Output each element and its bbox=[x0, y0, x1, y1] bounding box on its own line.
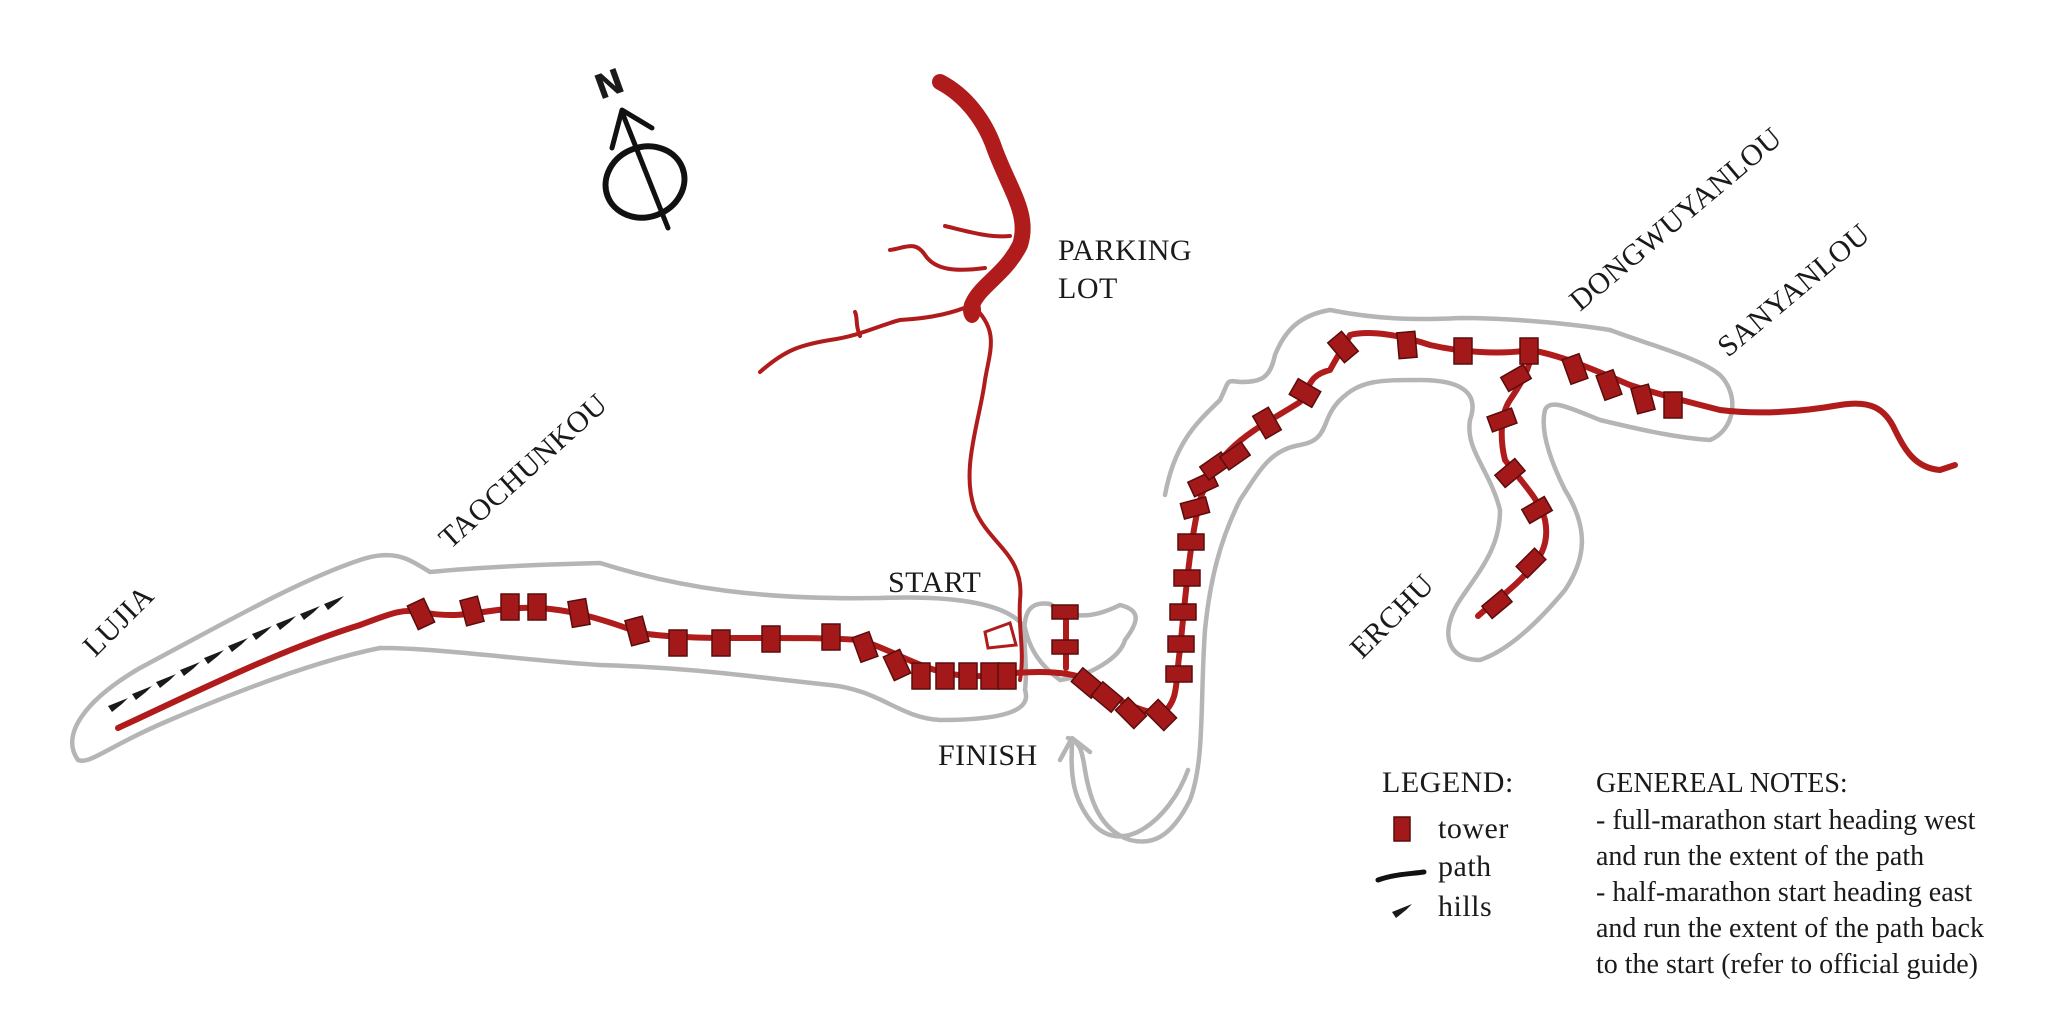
label-dongwuyanlou: DONGWUYANLOU bbox=[1563, 121, 1788, 317]
legend-title: LEGEND: bbox=[1382, 766, 1514, 799]
tower bbox=[1396, 330, 1418, 360]
wall-branch-erchu bbox=[1475, 347, 1550, 619]
tower-icon bbox=[1393, 816, 1411, 842]
hill-icon bbox=[1392, 904, 1412, 918]
hill-icon bbox=[276, 616, 296, 630]
tower bbox=[1051, 639, 1079, 655]
tower bbox=[1173, 569, 1201, 587]
road-branch-west bbox=[758, 303, 974, 374]
hill-icon bbox=[180, 662, 200, 676]
parking-lot-node bbox=[963, 297, 981, 323]
hill-icon bbox=[228, 638, 248, 652]
road-main-thick bbox=[932, 74, 1031, 313]
tower bbox=[1177, 533, 1205, 551]
label-taochunkou: TAOCHUNKOU bbox=[433, 387, 614, 555]
hill-icon bbox=[204, 650, 224, 664]
tower bbox=[851, 630, 879, 664]
tower bbox=[567, 597, 591, 629]
road-branch-1 bbox=[943, 224, 1012, 239]
north-arrow-icon: N bbox=[589, 61, 688, 231]
tower bbox=[1561, 352, 1589, 386]
tower bbox=[1179, 495, 1211, 521]
notes-line: - half-marathon start heading east bbox=[1596, 877, 1973, 908]
tower bbox=[1326, 330, 1360, 364]
tower bbox=[882, 648, 912, 682]
notes-line: to the start (refer to official guide) bbox=[1596, 949, 1978, 980]
tower bbox=[761, 625, 781, 653]
notes-line: and run the extent of the path bbox=[1596, 841, 1924, 872]
legend-item-path: path bbox=[1438, 850, 1492, 883]
notes-line: - full-marathon start heading west bbox=[1596, 805, 1976, 836]
buffer-outline-east bbox=[1065, 307, 1735, 844]
path-icon bbox=[1375, 869, 1427, 883]
tower bbox=[1519, 337, 1539, 365]
access-road bbox=[758, 74, 1031, 682]
tower bbox=[911, 662, 931, 690]
road-branch-3 bbox=[853, 310, 862, 338]
legend-item-hills: hills bbox=[1438, 890, 1492, 923]
tower bbox=[1520, 495, 1554, 525]
tower bbox=[1499, 363, 1533, 393]
tower bbox=[1630, 383, 1656, 415]
hill-icon bbox=[132, 686, 152, 700]
towers-layer bbox=[406, 330, 1683, 732]
tower bbox=[1493, 457, 1527, 489]
tower bbox=[711, 629, 731, 657]
tower bbox=[1480, 588, 1514, 620]
tower bbox=[958, 662, 978, 690]
finish-arrow-head bbox=[1057, 735, 1093, 763]
finish-return-arrow bbox=[1069, 742, 1191, 839]
label-sanyanlou: SANYANLOU bbox=[1711, 217, 1876, 363]
tower bbox=[1453, 337, 1473, 365]
hill-icon bbox=[156, 674, 176, 688]
tower bbox=[1515, 547, 1547, 579]
tower bbox=[821, 623, 841, 651]
label-erchu: ERCHU bbox=[1344, 568, 1441, 665]
tower bbox=[1663, 391, 1683, 419]
tower bbox=[1595, 368, 1623, 402]
start-marker bbox=[983, 621, 1018, 650]
tower bbox=[1218, 440, 1252, 472]
tower bbox=[1169, 603, 1197, 621]
general-notes: GENEREAL NOTES: - full-marathon start he… bbox=[1596, 768, 1984, 980]
hill-icon bbox=[252, 626, 272, 640]
tower bbox=[1165, 665, 1193, 683]
label-lujia: LUJIA bbox=[77, 579, 161, 663]
tower bbox=[935, 662, 955, 690]
tower bbox=[668, 629, 688, 657]
notes-line: and run the extent of the path back bbox=[1596, 913, 1984, 944]
tower bbox=[1251, 406, 1283, 440]
tower bbox=[1114, 696, 1148, 730]
road-branch-2 bbox=[888, 244, 987, 272]
buffer-outline-west bbox=[70, 552, 1138, 763]
tower bbox=[980, 662, 1000, 690]
hill-icon bbox=[324, 596, 344, 610]
label-start: START bbox=[888, 566, 981, 599]
hills-layer bbox=[108, 596, 344, 712]
tower bbox=[1288, 377, 1322, 409]
tower bbox=[1167, 635, 1195, 653]
tower bbox=[500, 593, 520, 621]
tower bbox=[1144, 698, 1178, 732]
tower bbox=[1486, 407, 1518, 433]
tower bbox=[527, 593, 547, 621]
tower bbox=[1090, 680, 1124, 714]
route-buffer-outlines bbox=[70, 307, 1735, 844]
legend-item-tower: tower bbox=[1438, 812, 1509, 845]
tower bbox=[1051, 604, 1079, 620]
road-to-start bbox=[967, 303, 1024, 682]
tower bbox=[997, 662, 1017, 690]
legend: LEGEND: tower path hills bbox=[1375, 766, 1514, 923]
label-finish: FINISH bbox=[938, 739, 1038, 772]
hill-icon bbox=[108, 698, 128, 712]
tower bbox=[406, 597, 436, 631]
notes-title: GENEREAL NOTES: bbox=[1596, 768, 1848, 799]
label-parking-line2: LOT bbox=[1058, 272, 1118, 305]
hill-icon bbox=[300, 606, 320, 620]
tower bbox=[459, 595, 485, 627]
north-label: N bbox=[589, 61, 630, 108]
tower bbox=[624, 615, 650, 647]
label-parking-line1: PARKING bbox=[1058, 234, 1192, 267]
